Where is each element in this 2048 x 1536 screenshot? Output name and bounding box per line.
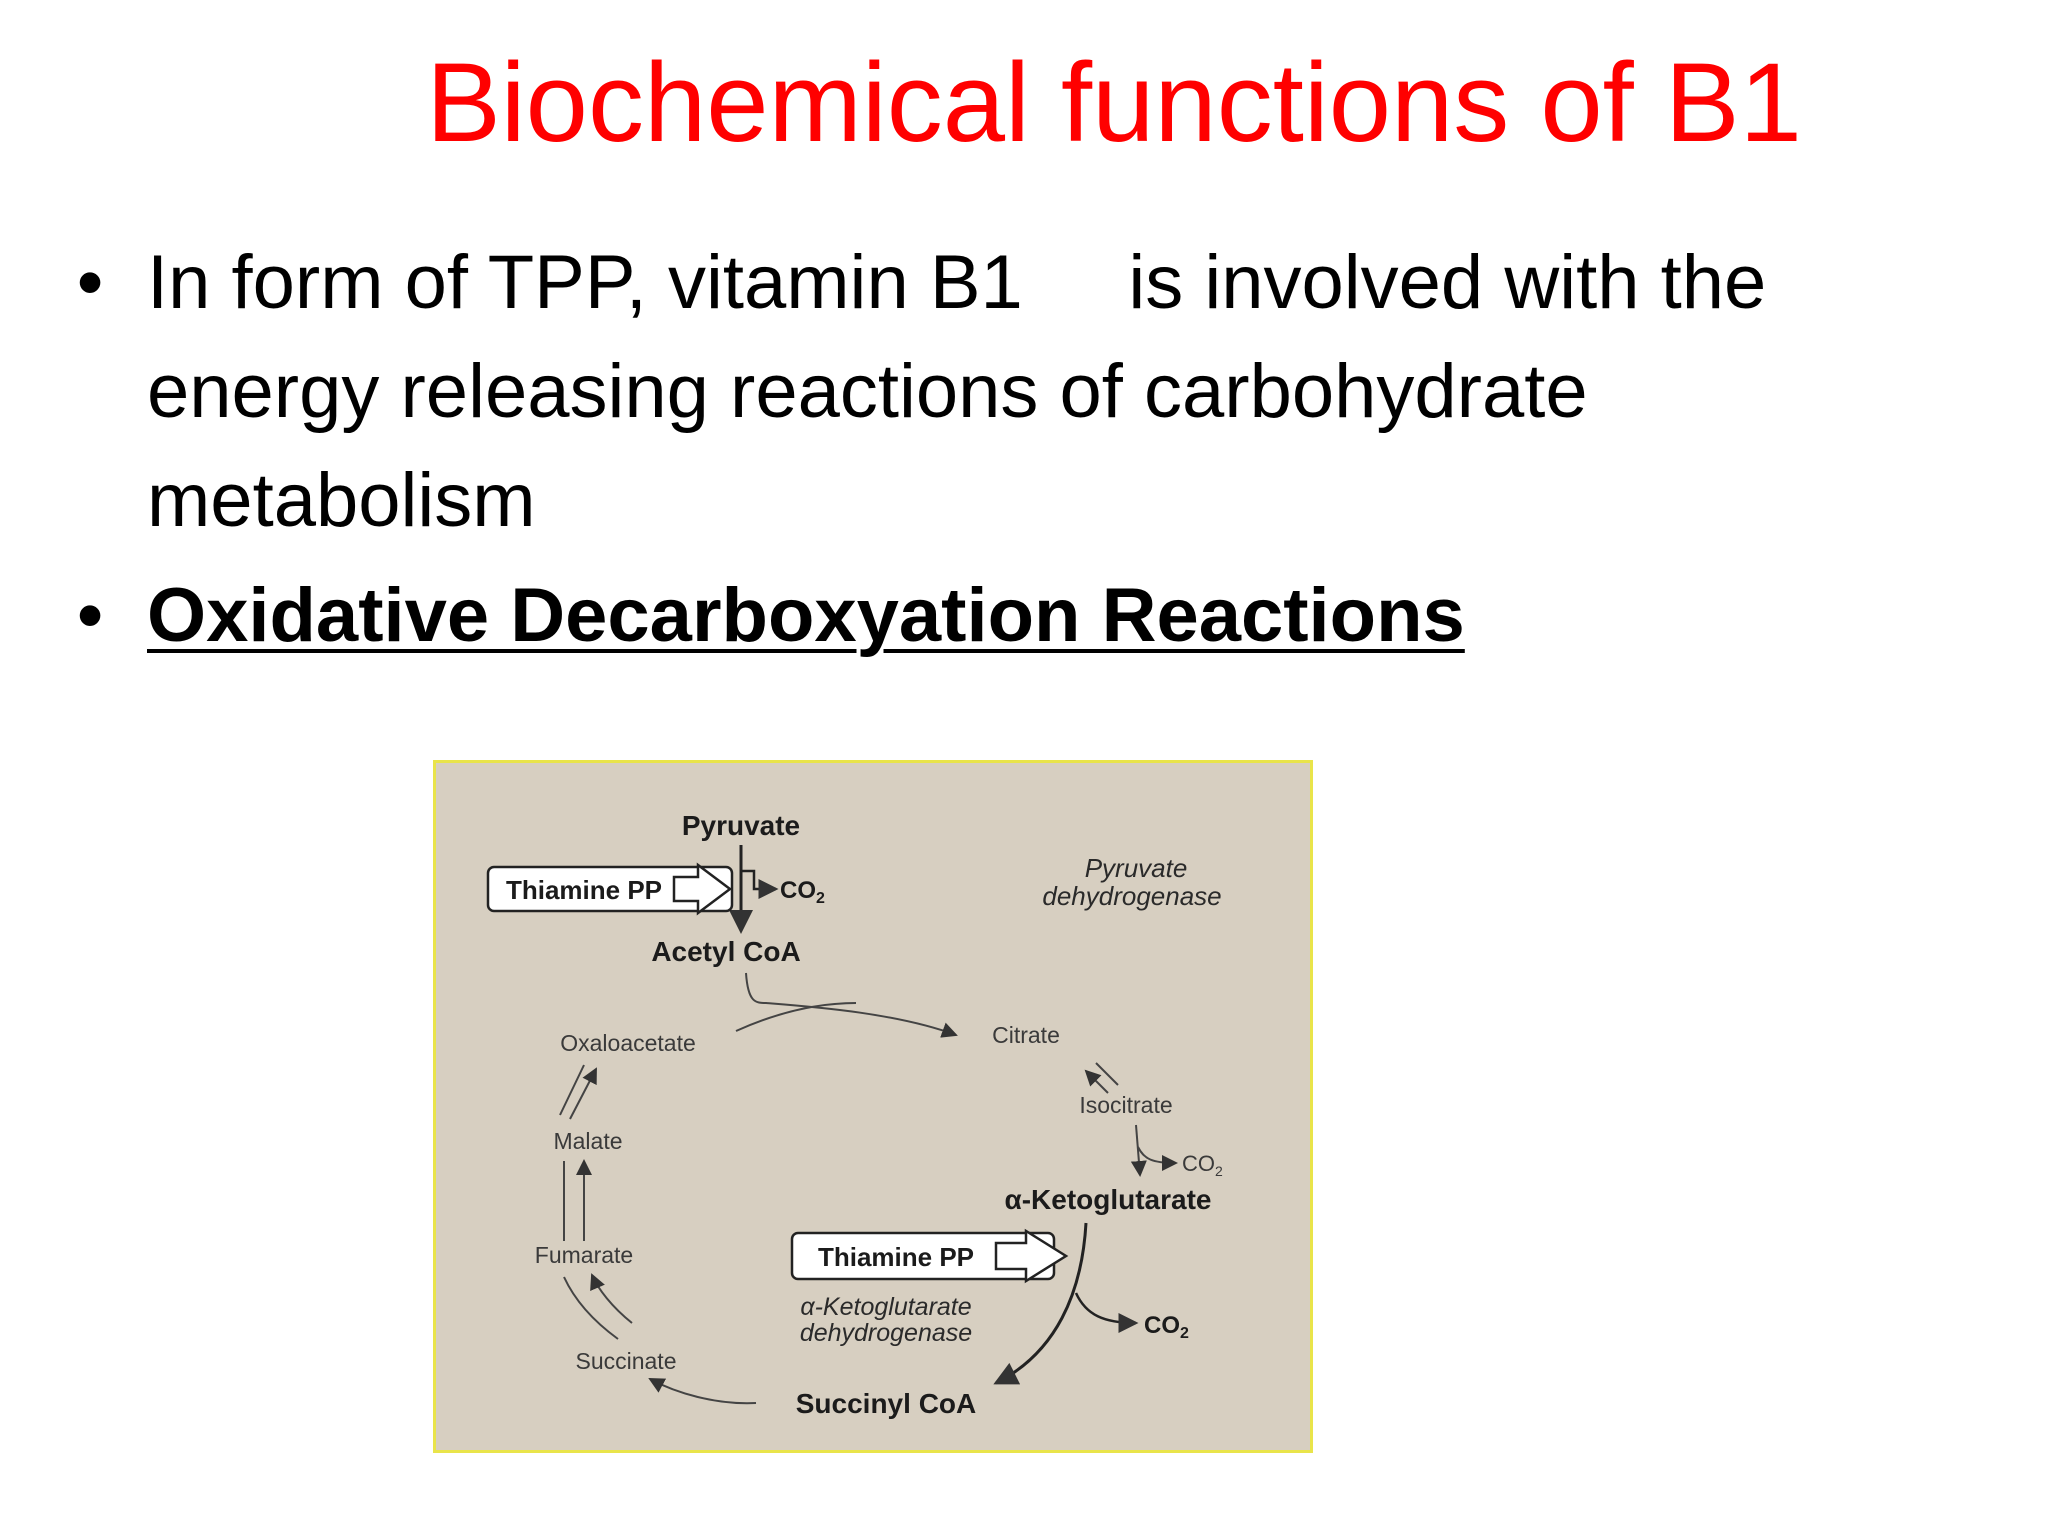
bullet-marker: • — [76, 573, 104, 658]
co2-label-mid: CO2 — [1182, 1151, 1223, 1179]
ketoglutarate-to-succinyl-arrow — [993, 1222, 1088, 1385]
fumarate-succinate-arrows — [563, 1275, 633, 1340]
enzyme-bottom-line1: α-Ketoglutarate — [800, 1293, 971, 1321]
thiamine-arrow-top — [672, 862, 733, 916]
bullet-item: • In form of TPP, vitamin B1 is involved… — [70, 228, 1970, 555]
malate-fumarate-arrows — [563, 1161, 584, 1241]
tca-cycle-diagram: Pyruvate CO2 Thiamine PP Pyruvate dehydr… — [486, 810, 1223, 1419]
co2-branch-top — [741, 869, 779, 899]
acetyl-to-citrate-arrow — [745, 972, 958, 1038]
ketoglutarate-label: α-Ketoglutarate — [1004, 1184, 1211, 1215]
fumarate-label: Fumarate — [535, 1242, 633, 1268]
co2-branch-bottom — [1074, 1292, 1139, 1333]
succinyl-coa-label: Succinyl CoA — [796, 1388, 976, 1419]
acetyl-coa-label: Acetyl CoA — [651, 936, 800, 967]
bullet-marker: • — [76, 240, 104, 325]
isocitrate-label: Isocitrate — [1079, 1092, 1172, 1118]
citrate-isocitrate-arrows — [1086, 1063, 1119, 1094]
tca-cycle-figure: Pyruvate CO2 Thiamine PP Pyruvate dehydr… — [433, 760, 1313, 1453]
bullet-list: • In form of TPP, vitamin B1 is involved… — [70, 228, 1970, 676]
bullet-item: • Oxidative Decarboxyation Reactions — [70, 561, 1970, 670]
enzyme-top-line1: Pyruvate — [1085, 853, 1188, 883]
oxaloacetate-to-citrate-arrow — [735, 1002, 857, 1032]
oxaloacetate-label: Oxaloacetate — [560, 1030, 696, 1056]
succinate-label: Succinate — [575, 1348, 676, 1374]
co2-branch-mid — [1137, 1146, 1178, 1171]
pyruvate-label: Pyruvate — [682, 810, 800, 841]
enzyme-top-line2: dehydrogenase — [1042, 881, 1221, 911]
slide-title: Biochemical functions of B1 — [426, 40, 1802, 165]
citrate-label: Citrate — [992, 1022, 1060, 1048]
thiamine-arrow-bottom — [994, 1228, 1069, 1284]
enzyme-bottom-line2: dehydrogenase — [800, 1319, 972, 1347]
succinyl-to-succinate-arrow — [648, 1378, 757, 1405]
thiamine-pp-label-top: Thiamine PP — [506, 875, 662, 905]
thiamine-pp-label-bottom: Thiamine PP — [818, 1242, 974, 1272]
co2-label-top: CO2 — [780, 877, 825, 907]
bullet-text: In form of TPP, vitamin B1 is involved w… — [147, 240, 1788, 543]
bullet-text-heading: Oxidative Decarboxyation Reactions — [147, 573, 1465, 658]
oxaloacetate-malate-arrows — [559, 1065, 596, 1120]
malate-label: Malate — [553, 1128, 622, 1154]
isocitrate-down-arrow — [1130, 1124, 1147, 1177]
co2-label-bottom: CO2 — [1144, 1312, 1189, 1342]
